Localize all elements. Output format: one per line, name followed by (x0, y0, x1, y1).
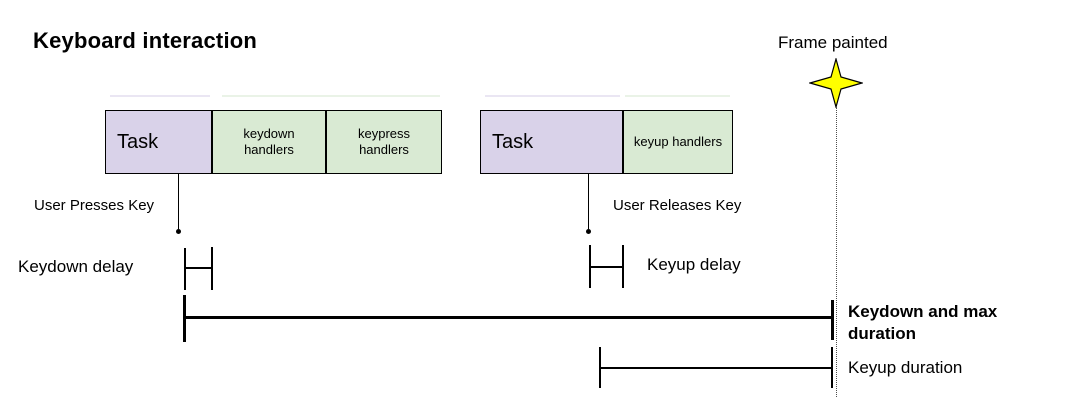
keydown-duration-right-tick (831, 300, 834, 340)
keydown-delay-connector (184, 267, 213, 269)
bar-ghost-strip (110, 95, 210, 97)
press-arrow-dot (176, 229, 181, 234)
keypress-handlers-segment: keypress handlers (326, 110, 442, 174)
keyup-duration-line (600, 367, 832, 369)
keydown-delay-label: Keydown delay (18, 257, 134, 276)
release-arrow-dot (586, 229, 591, 234)
user-presses-key-label: User Presses Key (34, 197, 155, 214)
keydown-duration-line (184, 316, 832, 319)
bar-ghost-strip (625, 95, 730, 97)
keyup-duration-label: Keyup duration (848, 358, 963, 377)
keydown-delay-left-tick (184, 248, 186, 290)
task-segment-keyup: Task (480, 110, 623, 174)
keyup-delay-label: Keyup delay (647, 255, 741, 274)
bar-ghost-strip (485, 95, 620, 97)
press-arrow-line (178, 174, 179, 229)
release-arrow-line (588, 174, 589, 229)
page-title: Keyboard interaction (33, 28, 258, 53)
keydown-max-duration-label: Keydown and max duration (848, 302, 998, 343)
keydown-handlers-segment: keydown handlers (212, 110, 326, 174)
user-releases-key-label: User Releases Key (613, 197, 742, 214)
keyup-duration-right-tick (831, 347, 833, 388)
frame-painted-label: Frame painted (778, 33, 888, 52)
keydown-delay-right-tick (211, 247, 213, 290)
frame-paint-time-dotted-line (836, 107, 837, 397)
keyup-handlers-segment: keyup handlers (623, 110, 733, 174)
bar-ghost-strip (222, 95, 440, 97)
task-segment-keydown: Task (105, 110, 212, 174)
keyup-delay-connector (589, 266, 624, 268)
sparkle-star-icon (809, 58, 863, 108)
